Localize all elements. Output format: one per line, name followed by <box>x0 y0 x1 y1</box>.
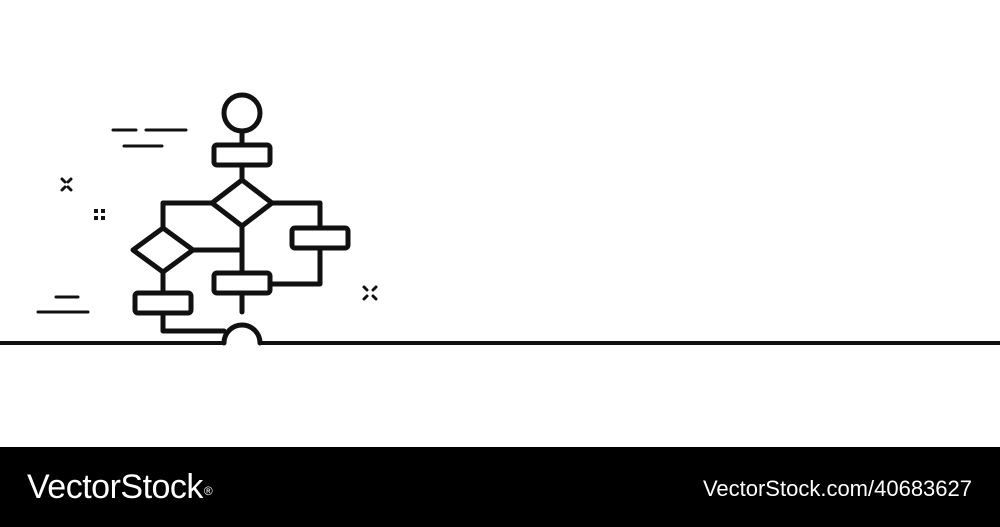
watermark-footer: VectorStock® VectorStock.com/40683627 <box>0 447 1000 527</box>
flow-connector <box>160 200 215 231</box>
sparkle-icon <box>362 285 378 301</box>
process-box-icon <box>211 270 273 296</box>
flowchart-illustration <box>0 92 1000 346</box>
speed-lines-top <box>111 128 188 148</box>
brand-name: VectorStock <box>27 468 203 506</box>
decision-diamond-icon <box>209 177 275 229</box>
dot-cluster-icon <box>94 209 105 220</box>
start-terminal-icon <box>221 92 263 134</box>
process-box-icon <box>132 290 194 316</box>
process-box-icon <box>211 142 273 168</box>
flow-connector <box>160 310 227 334</box>
end-terminal-icon <box>221 322 263 346</box>
sparkle-icon <box>60 177 73 192</box>
vectorstock-logo: VectorStock® <box>27 465 213 509</box>
image-id-label: VectorStock.com/40683627 <box>702 476 972 501</box>
flow-connector <box>267 245 323 287</box>
registered-mark: ® <box>203 484 213 498</box>
process-box-icon <box>289 225 351 251</box>
illustration-area <box>0 92 1000 346</box>
speed-lines-bottom <box>36 295 90 314</box>
flow-connector <box>269 200 323 231</box>
decision-diamond-icon <box>130 225 196 275</box>
